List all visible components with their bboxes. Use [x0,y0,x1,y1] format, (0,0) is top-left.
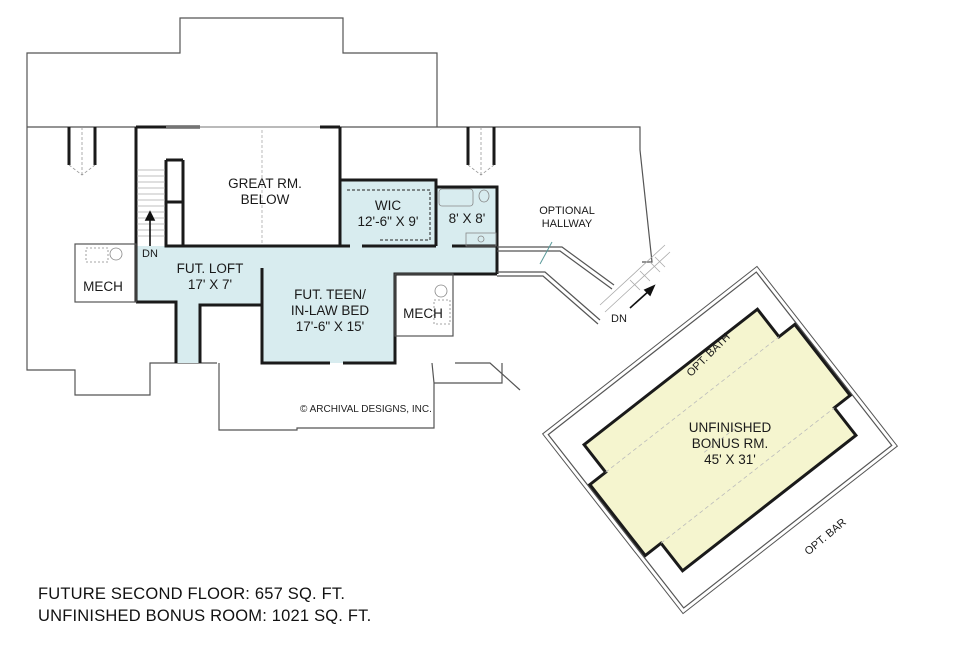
copyright-notice: © ARCHIVAL DESIGNS, INC. [300,404,432,415]
bath-label: 8' X 8' [437,211,497,227]
great-room-label: GREAT RM. BELOW [215,176,315,208]
wic-label: WIC 12'-6" X 9' [340,198,436,230]
bath-size: 8' X 8' [448,211,486,226]
optional-hallway-label: OPTIONAL HALLWAY [532,205,602,231]
second-floor-sqft: FUTURE SECOND FLOOR: 657 SQ. FT. [38,585,346,603]
left-stair-dn-label: DN [142,248,158,260]
wic-size: 12'-6" X 9' [357,214,419,229]
optional-hallway-walls [497,246,615,325]
mech-right-label: MECH [403,306,443,321]
bonus-room-size: 45' X 31' [704,452,756,467]
optional-hallway-line2: HALLWAY [541,218,593,230]
teen-bed-label: FUT. TEEN/ IN-LAW BED 17'-6" X 15' [275,287,385,335]
optional-hallway-line1: OPTIONAL [539,205,595,217]
teen-bed-size: 17'-6" X 15' [295,319,365,334]
loft-label: FUT. LOFT 17' X 7' [160,261,260,293]
bonus-room-name-2: BONUS RM. [691,436,769,451]
teen-bed-name: FUT. TEEN/ [294,287,366,302]
bonus-room-sqft: UNFINISHED BONUS ROOM: 1021 SQ. FT. [38,607,372,625]
left-stairs [137,169,165,237]
dormers [67,127,496,165]
left-stair-arrow [144,210,156,246]
bonus-room-label: UNFINISHED BONUS RM. 45' X 31' [675,420,785,468]
teen-bed-name-2: IN-LAW BED [290,303,370,318]
right-stairs [599,244,671,313]
loft-name: FUT. LOFT [176,261,244,276]
great-room-name: GREAT RM. [228,176,302,191]
bonus-room-name: UNFINISHED [688,420,772,435]
right-stair-arrow [629,284,656,309]
square-footage-summary: FUTURE SECOND FLOOR: 657 SQ. FT. UNFINIS… [38,583,371,627]
mech-left-label: MECH [83,279,123,294]
loft-size: 17' X 7' [187,277,233,292]
roof-outline [26,17,653,431]
wic-name: WIC [374,198,402,213]
right-stair-dn-label: DN [611,313,627,325]
finished-area [136,180,497,363]
bonus-room [541,265,899,615]
great-room-note: BELOW [240,192,290,207]
